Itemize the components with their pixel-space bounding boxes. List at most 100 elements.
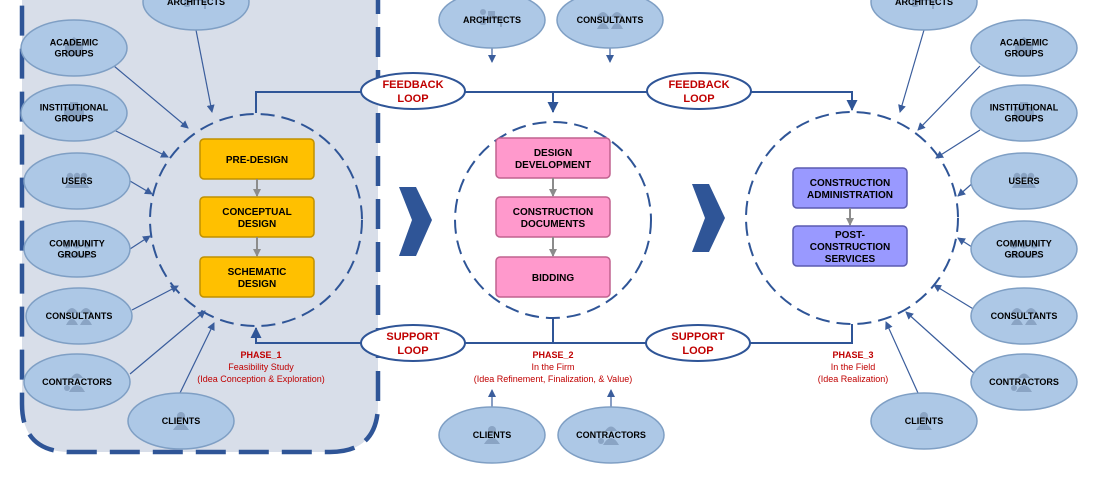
phase1-consultants-node: CONSULTANTS	[25, 287, 133, 345]
phase3-users-node: USERS	[970, 152, 1078, 210]
phase1-architects-node: ARCHITECTS	[142, 0, 250, 31]
phase1-caption-line-1: PHASE_1	[240, 350, 281, 360]
phase1-clients-node: CLIENTS	[127, 392, 235, 450]
group-icon	[61, 241, 93, 258]
phase3-caption-line-3: (Idea Realization)	[818, 374, 889, 384]
phase1-users-node: USERS	[23, 152, 131, 210]
phase-arrow-1	[399, 187, 432, 256]
phase2-contractors-label: CONTRACTORS	[576, 430, 646, 440]
phase3-contractors-node: CONTRACTORS	[970, 353, 1078, 411]
phase1-caption-line-2: Feasibility Study	[228, 362, 294, 372]
building-icon	[1014, 102, 1034, 121]
hardhat-icon	[66, 308, 92, 325]
phase2-caption: PHASE_2In the Firm(Idea Refinement, Fina…	[474, 350, 632, 384]
phase3-clients-label: CLIENTS	[905, 416, 944, 426]
worker-icon	[598, 426, 619, 445]
phase2-architects-node: ARCHITECTS	[438, 0, 546, 49]
phase-arrow-2	[692, 184, 725, 252]
school-icon	[1013, 37, 1035, 56]
person-icon	[173, 412, 189, 430]
phase3-academic-arrow	[917, 65, 981, 131]
building-icon	[64, 102, 84, 121]
person-icon	[484, 426, 500, 444]
desk-icon	[480, 9, 504, 27]
users-icon	[1012, 172, 1036, 188]
phase2-caption-line-2: In the Firm	[531, 362, 574, 372]
phase1-consultants-arrow	[131, 285, 179, 311]
hardhat-icon	[1011, 308, 1037, 325]
worker-icon	[1011, 373, 1032, 392]
phase3-clients-node: CLIENTS	[870, 392, 978, 450]
desk-icon	[912, 0, 936, 9]
phase3-architects-node: ARCHITECTS	[870, 0, 978, 31]
phase1-stage-1-label: PRE-DESIGN	[226, 155, 288, 166]
phase2-caption-line-1: PHASE_2	[532, 350, 573, 360]
phase3-contractors-label: CONTRACTORS	[989, 377, 1059, 387]
school-icon	[63, 37, 85, 56]
phase3-contractors-arrow	[905, 311, 976, 375]
phase1-stage-1: PRE-DESIGN	[199, 138, 315, 180]
phase2-consultants-node: CONSULTANTS	[556, 0, 664, 49]
phase3-users-label: USERS	[1008, 176, 1039, 186]
phase3-consultants-node: CONSULTANTS	[970, 287, 1078, 345]
stakeholder-arrows	[113, 29, 981, 407]
phase2-contractors-node: CONTRACTORS	[557, 406, 665, 464]
worker-icon	[64, 373, 85, 392]
phase3-institutional-arrow	[935, 129, 981, 159]
phase1-institutional-arrow	[113, 129, 169, 158]
hardhat-icon	[597, 12, 623, 29]
phase3-consultants-arrow	[933, 284, 976, 311]
phase1-contractors-label: CONTRACTORS	[42, 377, 112, 387]
phase3-caption-line-1: PHASE_3	[832, 350, 873, 360]
phase3-consultants-label: CONSULTANTS	[991, 311, 1058, 321]
phase1-academic-arrow	[113, 65, 189, 129]
phase2-stage-3: BIDDING	[495, 256, 611, 298]
phase3-caption: PHASE_3 In the Field (Idea Realization)	[818, 350, 889, 384]
phase1-consultants-label: CONSULTANTS	[46, 311, 113, 321]
phase1-clients-arrow	[179, 322, 215, 394]
phase3-caption-line-2: In the Field	[831, 362, 876, 372]
phase1-clients-label: CLIENTS	[162, 416, 201, 426]
phase-1-circle	[149, 113, 363, 327]
phase3-architects-label: ARCHITECTS	[895, 0, 953, 7]
group-icon	[1008, 241, 1040, 258]
users-icon	[65, 172, 89, 188]
phase3-clients-arrow	[885, 321, 919, 394]
phase1-architects-arrow	[195, 29, 215, 113]
phase2-consultants-label: CONSULTANTS	[577, 15, 644, 25]
phase1-contractors-node: CONTRACTORS	[23, 353, 131, 411]
phase1-architects-label: ARCHITECTS	[167, 0, 225, 7]
